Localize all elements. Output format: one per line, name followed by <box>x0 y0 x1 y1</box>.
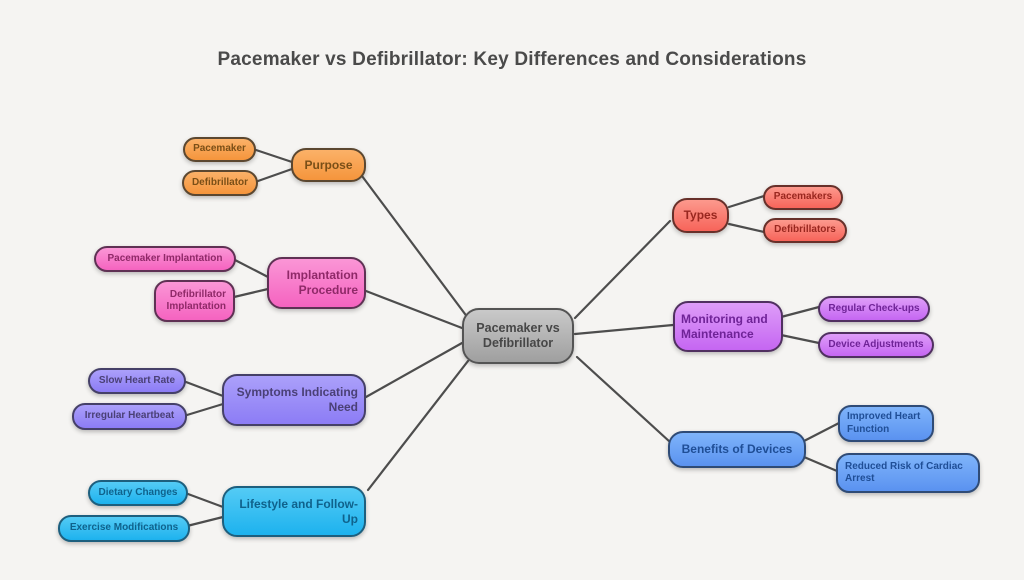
connector-symptoms-irregular <box>185 402 225 417</box>
node-slow-heart-rate[interactable]: Slow Heart Rate <box>88 368 186 394</box>
node-improved-heart-function[interactable]: Improved Heart Function <box>838 405 934 442</box>
node-root[interactable]: Pacemaker vs Defibrillator <box>462 308 574 364</box>
node-symptoms-indicating-need[interactable]: Symptoms Indicating Need <box>222 374 366 426</box>
connector-root-purpose <box>360 174 470 320</box>
connector-monitoring-adjustments <box>779 333 821 345</box>
node-defibrillators[interactable]: Defibrillators <box>763 218 847 243</box>
connector-symptoms-slow-heart-rate <box>184 380 225 398</box>
connector-purpose-defibrillator <box>256 167 294 183</box>
node-defibrillator-implantation[interactable]: Defibrillator Implantation <box>154 280 235 322</box>
node-monitoring-and-maintenance[interactable]: Monitoring and Maintenance <box>673 301 783 352</box>
connector-root-implantation <box>364 289 464 330</box>
node-pacemakers[interactable]: Pacemakers <box>763 185 843 210</box>
diagram-title: Pacemaker vs Defibrillator: Key Differen… <box>217 49 807 70</box>
connector-benefits-reduced-risk <box>802 455 839 473</box>
connector-implantation-defib <box>232 287 270 299</box>
connector-monitoring-checkups <box>779 305 821 319</box>
connector-root-benefits <box>575 355 672 444</box>
node-pacemaker-implantation[interactable]: Pacemaker Implantation <box>94 246 236 272</box>
connector-types-pacemakers <box>727 194 766 209</box>
connector-root-monitoring <box>573 323 675 336</box>
node-exercise-modifications[interactable]: Exercise Modifications <box>58 515 190 542</box>
node-device-adjustments[interactable]: Device Adjustments <box>818 332 934 358</box>
connector-benefits-improved-heart <box>802 421 841 443</box>
node-benefits-of-devices[interactable]: Benefits of Devices <box>668 431 806 468</box>
connector-types-defibrillators <box>727 222 766 234</box>
connector-lifestyle-dietary <box>186 492 225 509</box>
node-dietary-changes[interactable]: Dietary Changes <box>88 480 188 506</box>
node-purpose[interactable]: Purpose <box>291 148 366 182</box>
node-irregular-heartbeat[interactable]: Irregular Heartbeat <box>72 403 187 430</box>
node-defibrillator[interactable]: Defibrillator <box>182 170 258 196</box>
connector-root-symptoms <box>364 341 464 399</box>
connector-implantation-pacemaker <box>233 258 270 279</box>
connector-lifestyle-exercise <box>185 515 225 528</box>
connector-root-types <box>573 219 672 320</box>
node-reduced-risk-of-cardiac-arrest[interactable]: Reduced Risk of Cardiac Arrest <box>836 453 980 493</box>
node-regular-check-ups[interactable]: Regular Check-ups <box>818 296 930 322</box>
node-pacemaker[interactable]: Pacemaker <box>183 137 256 162</box>
node-lifestyle-and-follow-up[interactable]: Lifestyle and Follow- Up <box>222 486 366 537</box>
connector-purpose-pacemaker <box>254 148 294 164</box>
node-implantation-procedure[interactable]: Implantation Procedure <box>267 257 366 309</box>
connector-root-lifestyle <box>366 359 470 492</box>
node-types[interactable]: Types <box>672 198 729 233</box>
